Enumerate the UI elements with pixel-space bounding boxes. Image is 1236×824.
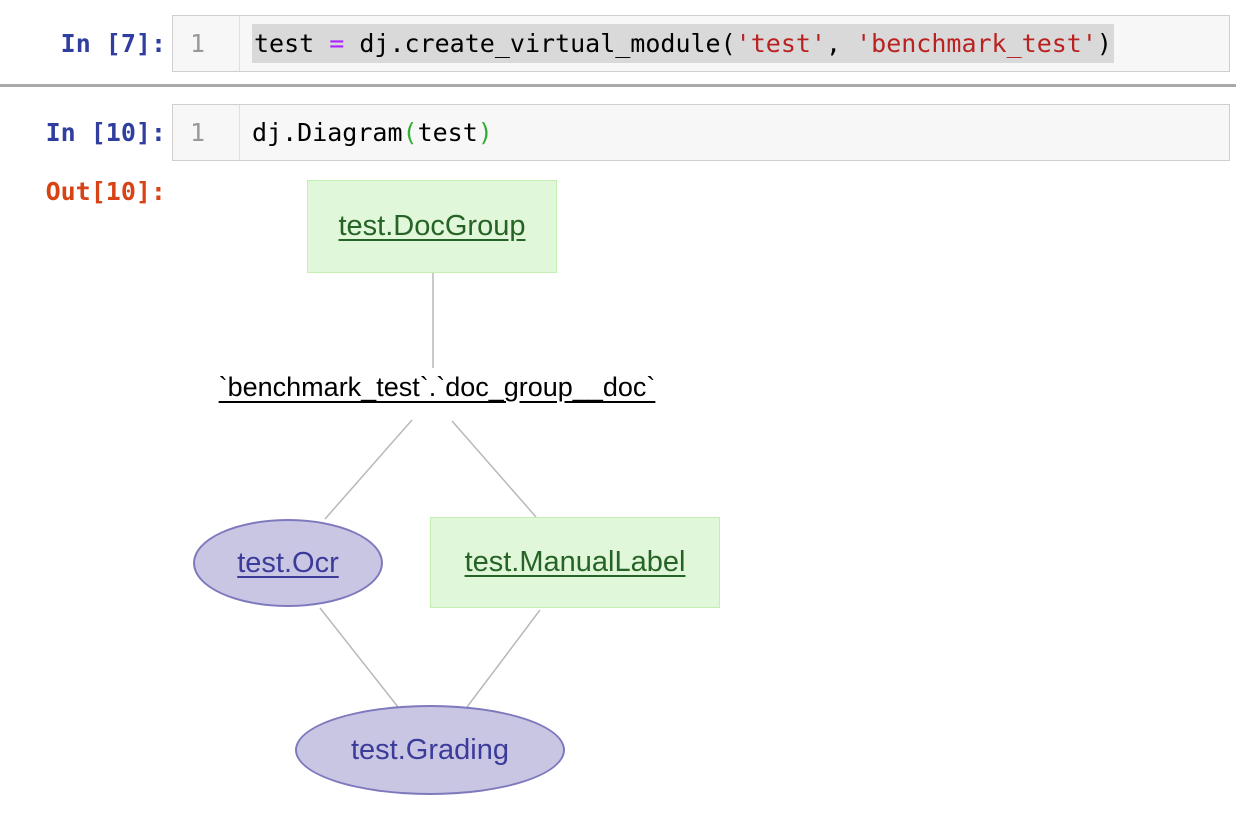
node-part-table-doc-group-doc: `benchmark_test`.`doc_group__doc` <box>218 372 656 402</box>
cell-divider <box>0 84 1236 87</box>
line-number: 1 <box>189 29 205 58</box>
code-token: test <box>254 29 330 58</box>
code-token-operator: = <box>329 29 345 58</box>
code-cell-input-10: 1 dj.Diagram(test) <box>172 104 1230 161</box>
edge-part-ocr <box>324 419 413 520</box>
node-label: test.ManualLabel <box>464 546 686 578</box>
code-token: dj.create_virtual_module( <box>344 29 736 58</box>
node-label: test.Grading <box>351 733 509 766</box>
node-test-grading: test.Grading <box>295 705 565 795</box>
code-token-bracket: ) <box>477 118 493 147</box>
code-token-bracket: ( <box>402 118 418 147</box>
input-prompt-10: In [10]: <box>45 118 166 147</box>
node-test-docgroup: test.DocGroup <box>307 180 557 273</box>
node-label: test.Ocr <box>237 546 339 579</box>
code-token: dj.Diagram <box>252 118 403 147</box>
edge-ocr-grading <box>319 607 399 708</box>
output-prompt-10: Out[10]: <box>45 177 166 206</box>
line-number-gutter: 1 <box>173 105 240 160</box>
line-number: 1 <box>189 118 205 147</box>
line-number-gutter: 1 <box>173 16 240 71</box>
edge-manuallabel-grading <box>466 609 541 708</box>
node-test-manuallabel: test.ManualLabel <box>430 517 720 608</box>
code-cell-input-7: 1 test = dj.create_virtual_module('test'… <box>172 15 1230 72</box>
node-label: test.DocGroup <box>338 210 526 242</box>
edge-part-manuallabel <box>451 420 537 518</box>
node-test-ocr: test.Ocr <box>193 519 383 607</box>
code-token: , <box>825 29 857 58</box>
code-token: ) <box>1096 29 1112 58</box>
code-token-string: 'test' <box>735 29 826 58</box>
code-token-string: 'benchmark_test' <box>856 29 1097 58</box>
input-prompt-7: In [7]: <box>60 29 166 58</box>
code-editor[interactable]: dj.Diagram(test) <box>240 105 1229 160</box>
selected-code: test = dj.create_virtual_module('test', … <box>252 24 1114 63</box>
code-token: test <box>417 118 478 147</box>
code-editor[interactable]: test = dj.create_virtual_module('test', … <box>240 16 1229 71</box>
